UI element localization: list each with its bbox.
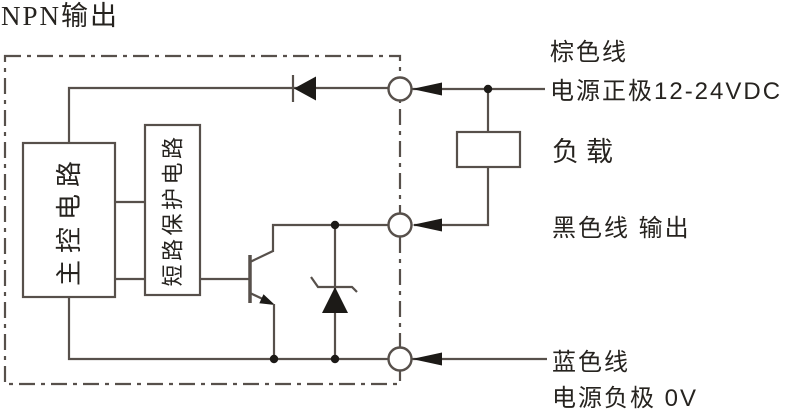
load-box (455, 130, 522, 169)
junction-dot (330, 354, 340, 364)
npn-transistor (248, 250, 276, 359)
blue-wire-arrow-icon (412, 352, 442, 366)
junction-dot (483, 84, 493, 94)
zener-cathode-bar (310, 276, 358, 293)
emitter-arrow-icon (259, 294, 275, 305)
junction-dot (330, 220, 340, 230)
diagram-title: NPN输出 (1, 1, 119, 31)
internal-wires (67, 86, 389, 361)
load-bottom-lead (414, 167, 490, 227)
short-circuit-protection-block (143, 123, 202, 297)
junction-dots (269, 84, 493, 364)
brown-wire-arrow-icon (412, 82, 442, 96)
terminal-negative (387, 346, 413, 372)
black-wire-arrow-icon (412, 218, 442, 232)
short-circuit-protection-block-label: 短路保护电路 (161, 133, 186, 286)
negative-rail-wire (67, 297, 389, 361)
zener-triangle (322, 287, 348, 313)
terminal-output (387, 212, 413, 238)
load-label: 负载 (552, 137, 620, 167)
main-control-block-label: 主控电路 (54, 154, 84, 286)
reverse-protection-diode (291, 75, 316, 102)
main-control-block (21, 141, 117, 299)
brown-wire-label: 棕色线 (550, 39, 628, 66)
blue-wire-label: 蓝色线 (552, 349, 630, 376)
power-positive-label: 电源正极12-24VDC (550, 78, 782, 105)
zener-diode (310, 276, 358, 313)
positive-rail-wire (67, 86, 389, 143)
output-rail-wire (271, 223, 389, 252)
terminal-positive (387, 76, 413, 102)
junction-dot (269, 354, 279, 364)
diode-triangle (294, 76, 316, 101)
transistor-collector (249, 250, 274, 263)
black-wire-output-label: 黑色线 输出 (552, 215, 691, 242)
power-negative-label: 电源负极 0V (552, 385, 698, 411)
